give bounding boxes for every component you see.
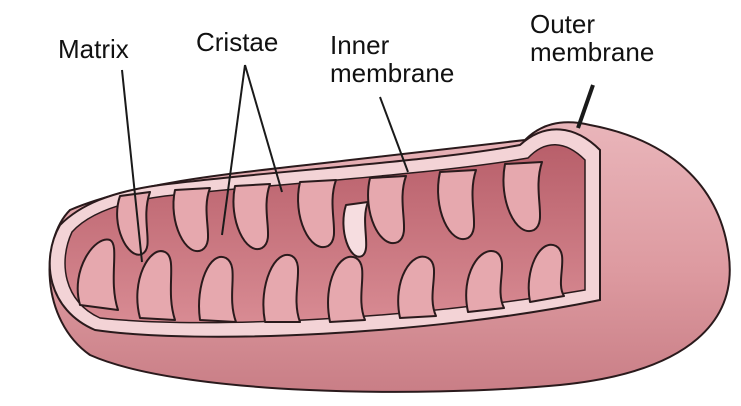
label-inner-membrane-line1: Inner (330, 31, 454, 59)
label-matrix: Matrix (58, 35, 129, 63)
outer-membrane-leader (578, 85, 593, 128)
label-outer-membrane: Outer membrane (530, 10, 654, 66)
label-outer-membrane-line2: membrane (530, 38, 654, 66)
label-outer-membrane-line1: Outer (530, 10, 654, 38)
label-inner-membrane-line2: membrane (330, 59, 454, 87)
label-inner-membrane: Inner membrane (330, 31, 454, 87)
label-cristae: Cristae (196, 28, 278, 56)
